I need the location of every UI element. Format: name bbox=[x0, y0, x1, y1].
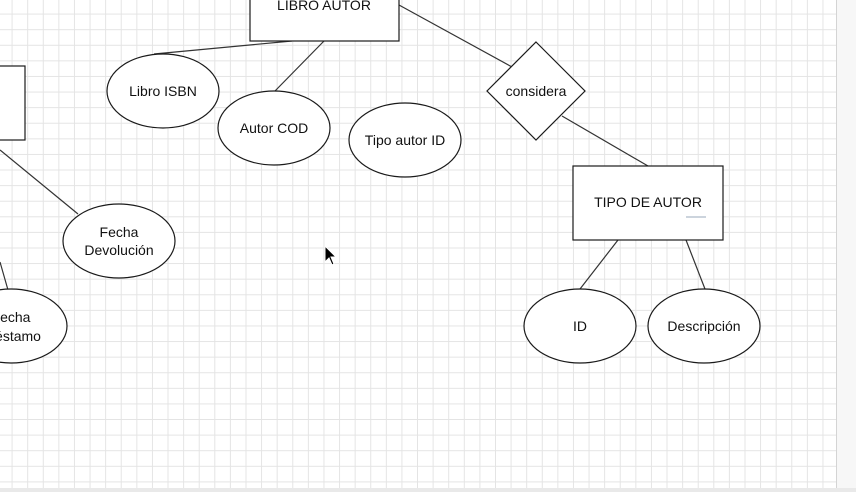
label-fecha-prestamo-line2: Préstamo bbox=[0, 328, 41, 344]
label-considera: considera bbox=[505, 83, 567, 99]
label-id: ID bbox=[573, 318, 587, 334]
edge-tipodeautor-descripcion bbox=[685, 239, 706, 290]
edge-leftentity-fechaprestamo bbox=[0, 261, 9, 291]
label-fecha-prestamo-line1: Fecha bbox=[0, 309, 31, 325]
edge-leftentity-fechadevolucion bbox=[0, 149, 79, 215]
attribute-fecha-prestamo[interactable] bbox=[0, 288, 68, 364]
attribute-fecha-devolucion[interactable] bbox=[62, 203, 176, 279]
entity-tipo-de-autor[interactable] bbox=[572, 165, 724, 241]
attribute-autor-cod[interactable] bbox=[217, 90, 331, 166]
edge-considera-tipodeautor bbox=[561, 115, 649, 167]
entity-libro-autor[interactable] bbox=[249, 0, 400, 42]
attribute-libro-isbn[interactable] bbox=[106, 53, 220, 129]
label-fecha-devolucion-line1: Fecha bbox=[99, 224, 139, 240]
edge-tipodeautor-id bbox=[579, 239, 619, 290]
edge-libroautor-libroisbn bbox=[153, 40, 293, 55]
attribute-id[interactable] bbox=[523, 288, 637, 364]
edge-libroautor-autorcod bbox=[273, 40, 325, 93]
canvas-bottom-border bbox=[0, 488, 856, 492]
label-descripcion: Descripción bbox=[667, 318, 741, 334]
label-autor-cod: Autor COD bbox=[239, 120, 309, 136]
attribute-tipo-autor-id[interactable] bbox=[348, 102, 462, 178]
attribute-descripcion[interactable] bbox=[647, 288, 761, 364]
label-libro-isbn: Libro ISBN bbox=[129, 83, 197, 99]
label-tipo-de-autor: TIPO DE AUTOR bbox=[594, 194, 702, 210]
canvas-right-border bbox=[836, 0, 856, 492]
label-fecha-devolucion-line2: Devolución bbox=[84, 242, 154, 258]
entity-left-partial[interactable] bbox=[0, 65, 26, 141]
mouse-pointer-icon bbox=[324, 245, 338, 266]
label-libro-autor: LIBRO AUTOR bbox=[277, 0, 371, 13]
diagram-canvas[interactable]: LIBRO AUTOR TIPO DE AUTOR considera Libr… bbox=[0, 0, 836, 492]
label-tipo-autor-id: Tipo autor ID bbox=[364, 132, 446, 148]
edge-libroautor-considera bbox=[398, 4, 513, 68]
er-diagram bbox=[0, 0, 761, 364]
relationship-considera[interactable] bbox=[486, 41, 586, 141]
